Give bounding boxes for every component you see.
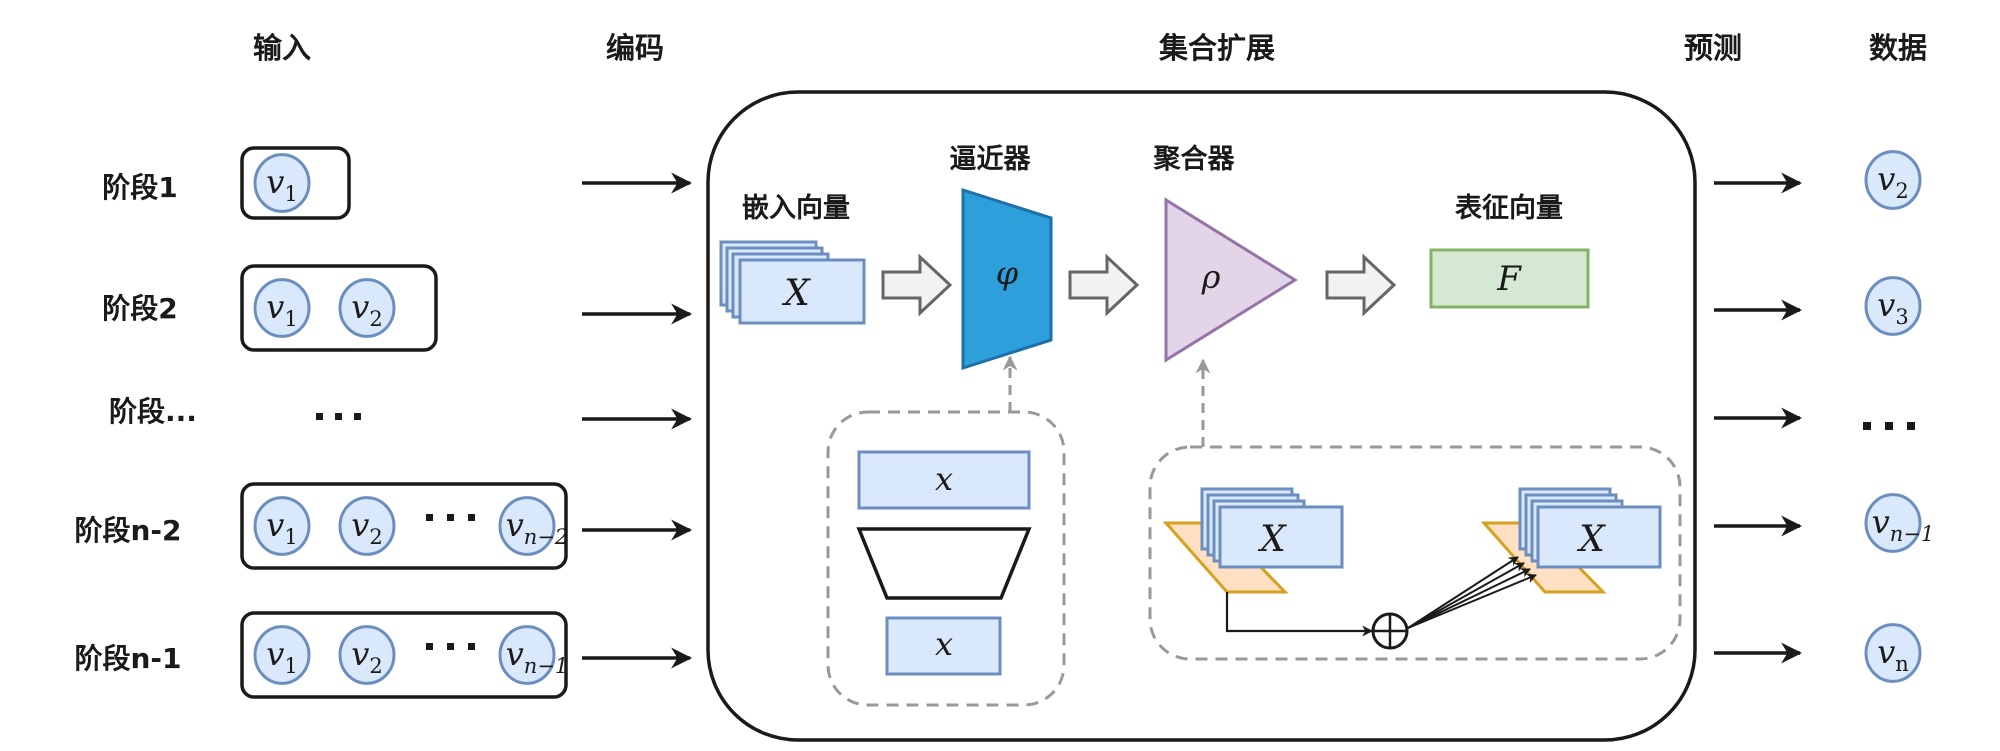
output-ellipsis [1863, 422, 1915, 430]
node-label: v2 [1877, 160, 1908, 203]
left-set-symbol: X [1257, 519, 1287, 560]
stage-ellipsis-placeholder [316, 413, 361, 420]
node-label: v1 [266, 635, 297, 678]
prediction-arrows [1714, 172, 1803, 664]
node-label: v1 [266, 506, 297, 549]
input-set: v1 v2 [240, 264, 438, 352]
variable-node: vn−1 [498, 625, 569, 685]
node-circle [253, 153, 311, 213]
node-circle [1864, 276, 1922, 336]
approximator-label: 逼近器 [950, 144, 1032, 175]
hollow-arrow [881, 253, 953, 317]
node-label: v3 [1877, 286, 1908, 329]
node-label: vn−1 [506, 635, 569, 678]
aggregator-label: 聚合器 [1153, 143, 1236, 175]
approximator-trapezoid [961, 187, 1053, 371]
variable-node: vn [1864, 623, 1922, 683]
header-input: 输入 [253, 31, 311, 65]
header-data: 数据 [1869, 31, 1927, 65]
node-circle [1864, 150, 1922, 210]
approximator: 逼近器 φ [950, 144, 1053, 371]
embedding-box [738, 258, 866, 325]
node-circle [253, 625, 311, 685]
representation-label: 表征向量 [1455, 192, 1563, 224]
set-ellipsis [426, 514, 475, 521]
node-circle [338, 625, 396, 685]
variable-node: v2 [338, 625, 396, 685]
aggregator-detail: X X [1148, 358, 1682, 661]
stage-label: 阶段n-2 [74, 514, 181, 547]
node-circle [1864, 493, 1922, 553]
node-circle [338, 496, 396, 556]
variable-node: v2 [1864, 150, 1922, 210]
output-box [885, 616, 1002, 676]
hollow-arrow [1325, 253, 1397, 317]
representation-vector: 表征向量 F [1429, 192, 1590, 309]
stage-label: 阶段... [109, 395, 197, 428]
node-circle [253, 496, 311, 556]
node-circle [498, 496, 556, 556]
representation-box [1429, 248, 1590, 309]
node-circle [498, 625, 556, 685]
node-label: v2 [351, 506, 382, 549]
approximator-detail: x x [826, 355, 1066, 707]
node-label: v2 [351, 635, 382, 678]
variable-node: v3 [1864, 276, 1922, 336]
input-box [857, 450, 1031, 510]
node-label: vn−2 [506, 506, 569, 549]
stage-label: 阶段n-1 [74, 642, 181, 675]
header-prediction: 预测 [1684, 31, 1742, 65]
node-circle [1864, 623, 1922, 683]
network-trapezoid [856, 527, 1032, 600]
output-nodes: v2 v3 vn−1 vn [1863, 150, 1935, 683]
node-label: v1 [266, 288, 297, 331]
encoding-arrows [582, 172, 693, 669]
embedding-vector-stack: 嵌入向量 X [719, 192, 866, 325]
variable-node: vn−1 [1864, 493, 1935, 553]
node-circle [338, 278, 396, 338]
right-set-symbol: X [1576, 519, 1606, 560]
aggregator-triangle [1164, 197, 1298, 363]
representation-symbol: F [1496, 259, 1522, 299]
input-set: v1 v2 vn−1 [240, 611, 569, 699]
variable-node: v1 [253, 278, 311, 338]
aggregator-symbol: ρ [1201, 258, 1221, 296]
hollow-arrow [1068, 253, 1140, 317]
node-label: v1 [266, 163, 297, 206]
variable-node: v1 [253, 153, 311, 213]
stage-label: 阶段1 [102, 171, 177, 204]
input-sets: v1 v1 v2 v1 v2 vn−2 v1 v2 vn−1 [240, 146, 569, 699]
detail-bottom-symbol: x [935, 625, 953, 663]
set-expansion-container [706, 90, 1697, 742]
node-label: v2 [351, 288, 382, 331]
node-label: vn [1877, 633, 1909, 676]
variable-node: vn−2 [498, 496, 569, 556]
embedding-symbol: X [781, 273, 811, 314]
approximator-symbol: φ [996, 254, 1019, 292]
header-encoding: 编码 [606, 31, 664, 65]
node-circle [253, 278, 311, 338]
variable-node: v1 [253, 496, 311, 556]
set-ellipsis [426, 643, 475, 650]
set-stack-right [1536, 505, 1662, 569]
input-set: v1 [240, 146, 351, 220]
embedding-label: 嵌入向量 [742, 192, 850, 224]
aggregator: 聚合器 ρ [1153, 143, 1298, 363]
stage-labels: 阶段1 阶段2 阶段... 阶段n-2 阶段n-1 [74, 171, 196, 675]
detail-top-symbol: x [935, 460, 953, 498]
input-set-box [240, 482, 568, 570]
header-set-expansion: 集合扩展 [1158, 31, 1275, 65]
input-set-box [240, 611, 568, 699]
variable-node: v1 [253, 625, 311, 685]
node-label: vn−1 [1872, 503, 1935, 546]
input-set: v1 v2 vn−2 [240, 482, 569, 570]
variable-node: v2 [338, 278, 396, 338]
set-stack-left [1218, 505, 1344, 569]
stage-label: 阶段2 [102, 292, 177, 325]
variable-node: v2 [338, 496, 396, 556]
